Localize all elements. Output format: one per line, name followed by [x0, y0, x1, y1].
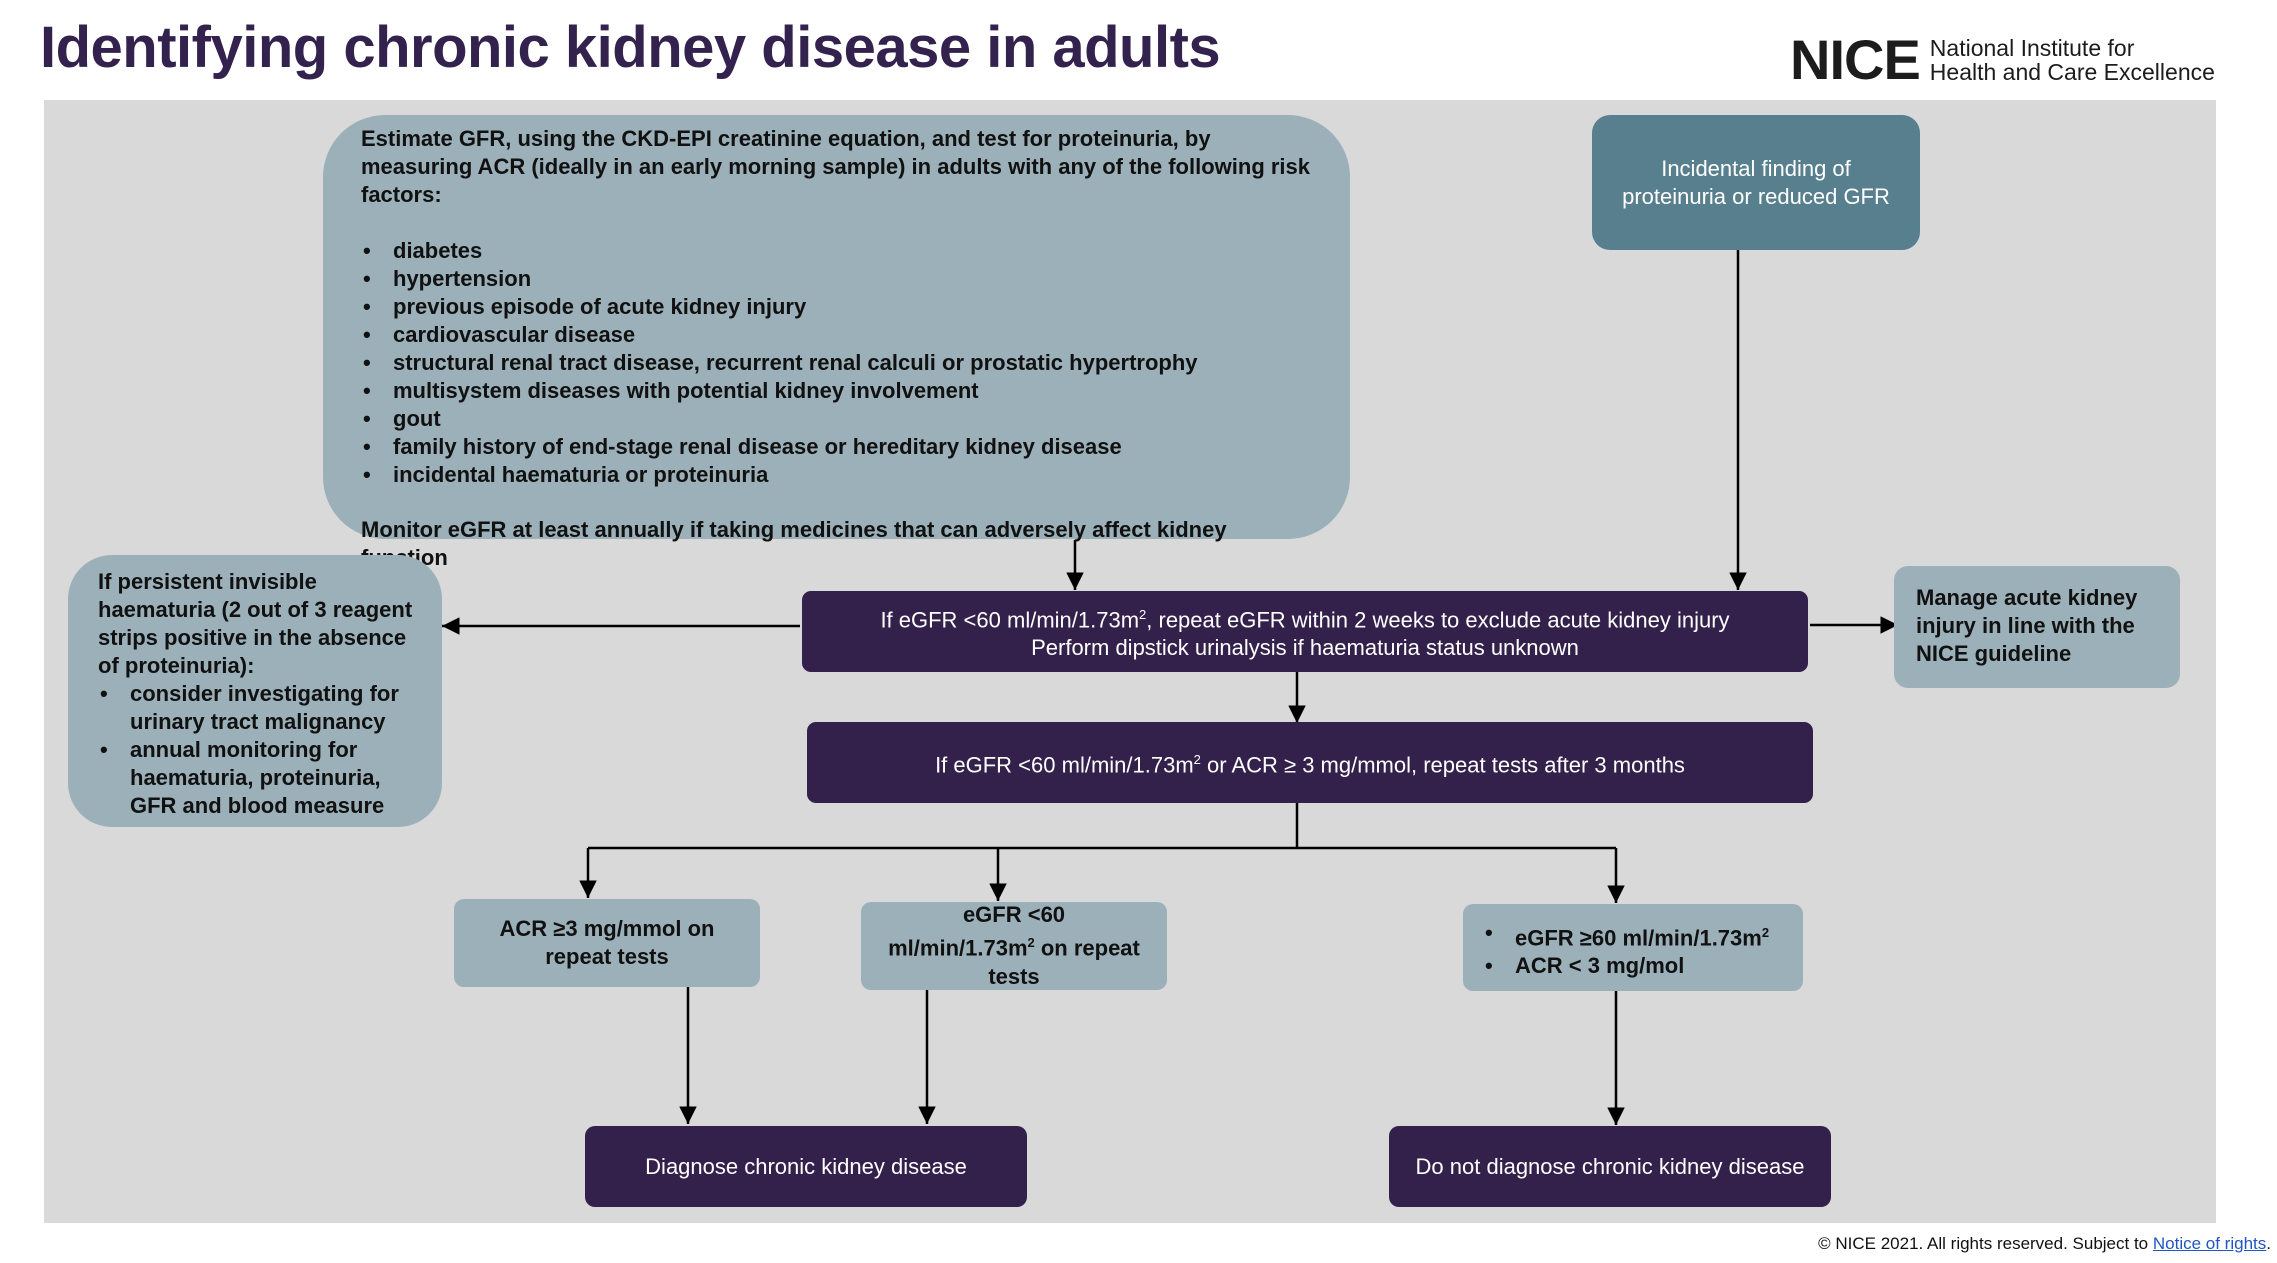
haematuria-item: consider investigating for urinary tract… — [98, 680, 416, 736]
repeat-egfr-line-1: If eGFR <60 ml/min/1.73m2, repeat eGFR w… — [880, 606, 1730, 633]
incidental-text: Incidental finding of proteinuria or red… — [1622, 155, 1890, 209]
do-not-diagnose-box: Do not diagnose chronic kidney disease — [1389, 1126, 1831, 1207]
acr-text: ACR ≥3 mg/mmol on repeat tests — [499, 916, 715, 969]
risk-factor-item: hypertension — [361, 265, 1312, 293]
egfr-line-2: ml/min/1.73m2 on repeat — [888, 935, 1140, 961]
notice-of-rights-link[interactable]: Notice of rights — [2152, 1234, 2267, 1253]
diagnose-text: Diagnose chronic kidney disease — [645, 1153, 967, 1179]
normal-results-box: eGFR ≥60 ml/min/1.73m2 ACR < 3 mg/mol — [1463, 904, 1803, 991]
haematuria-box: If persistent invisible haematuria (2 ou… — [68, 555, 442, 827]
egfr-repeat-box: eGFR <60 ml/min/1.73m2 on repeat tests — [861, 902, 1167, 990]
three-month-text: If eGFR <60 ml/min/1.73m2 or ACR ≥ 3 mg/… — [935, 751, 1685, 778]
aki-text: Manage acute kidney injury in line with … — [1916, 585, 2138, 666]
acr-repeat-box: ACR ≥3 mg/mmol on repeat tests — [454, 899, 760, 987]
logo-line-1: National Institute for — [1929, 35, 2135, 61]
risk-factor-item: diabetes — [361, 237, 1312, 265]
risk-factor-item: family history of end-stage renal diseas… — [361, 433, 1312, 461]
risk-monitor-note: Monitor eGFR at least annually if taking… — [361, 517, 1227, 570]
haematuria-list: consider investigating for urinary tract… — [98, 680, 416, 820]
incidental-finding-box: Incidental finding of proteinuria or red… — [1592, 115, 1920, 250]
no-diagnose-text: Do not diagnose chronic kidney disease — [1415, 1153, 1805, 1179]
three-month-repeat-box: If eGFR <60 ml/min/1.73m2 or ACR ≥ 3 mg/… — [807, 722, 1813, 803]
repeat-egfr-box: If eGFR <60 ml/min/1.73m2, repeat eGFR w… — [802, 591, 1808, 672]
logo-line-2: Health and Care Excellence — [1929, 59, 2215, 85]
risk-factor-item: cardiovascular disease — [361, 321, 1312, 349]
normal-item-egfr: eGFR ≥60 ml/min/1.73m2 — [1483, 919, 1783, 952]
risk-intro: Estimate GFR, using the CKD-EPI creatini… — [361, 126, 1311, 207]
copyright-text: © NICE 2021. All rights reserved. Subjec… — [1818, 1234, 2153, 1253]
normal-item-acr: ACR < 3 mg/mol — [1483, 952, 1783, 980]
repeat-egfr-line-2: Perform dipstick urinalysis if haematuri… — [1031, 635, 1579, 661]
haematuria-intro: If persistent invisible haematuria (2 ou… — [98, 569, 413, 678]
nice-logo: NICE National Institute for Health and C… — [1790, 30, 2215, 90]
egfr-line-3: tests — [988, 963, 1040, 989]
risk-factor-item: gout — [361, 405, 1312, 433]
logo-text: National Institute for Health and Care E… — [1930, 36, 2215, 84]
risk-factor-item: previous episode of acute kidney injury — [361, 293, 1312, 321]
risk-factor-list: diabetes hypertension previous episode o… — [361, 237, 1312, 489]
haematuria-item: annual monitoring for haematuria, protei… — [98, 736, 416, 820]
risk-factors-box: Estimate GFR, using the CKD-EPI creatini… — [323, 115, 1350, 570]
logo-mark: NICE — [1790, 28, 1921, 91]
aki-guideline-box: Manage acute kidney injury in line with … — [1894, 566, 2180, 688]
normal-results-list: eGFR ≥60 ml/min/1.73m2 ACR < 3 mg/mol — [1483, 919, 1783, 980]
risk-factor-item: structural renal tract disease, recurren… — [361, 349, 1312, 377]
risk-factor-item: incidental haematuria or proteinuria — [361, 461, 1312, 489]
page-title: Identifying chronic kidney disease in ad… — [40, 15, 1221, 80]
diagnose-ckd-box: Diagnose chronic kidney disease — [585, 1126, 1027, 1207]
egfr-line-1: eGFR <60 — [962, 902, 1066, 928]
risk-factor-item: multisystem diseases with potential kidn… — [361, 377, 1312, 405]
copyright-footer: © NICE 2021. All rights reserved. Subjec… — [1818, 1234, 2271, 1253]
